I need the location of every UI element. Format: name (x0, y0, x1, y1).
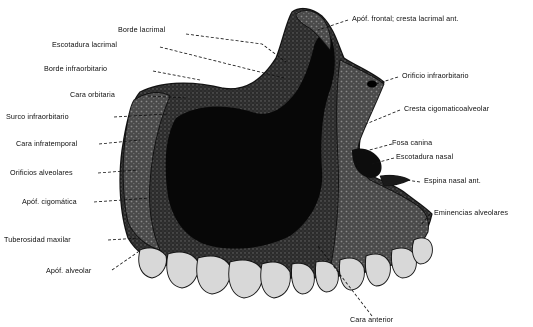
tooth (365, 254, 390, 286)
label-surco-infraorbitario: Surco infraorbitario (6, 113, 69, 121)
nasal-spine-shape (380, 175, 410, 186)
label-tuberosidad-maxilar: Tuberosidad maxilar (4, 236, 71, 244)
label-cara-anterior: Cara anterior (350, 316, 393, 324)
tooth (339, 258, 364, 290)
tooth (139, 248, 167, 278)
label-escotadura-lacrimal: Escotadura lacrimal (52, 41, 117, 49)
tooth (261, 262, 291, 298)
label-apof-cigomatica: Apóf. cigomática (22, 198, 77, 206)
leader-line (362, 144, 392, 152)
tooth (229, 260, 263, 298)
tooth (197, 256, 231, 294)
label-eminencias-alveolares: Eminencias alveolares (434, 209, 508, 217)
label-escotadura-nasal: Escotadura nasal (396, 153, 453, 161)
label-fosa-canina: Fosa canina (392, 139, 432, 147)
label-borde-lacrimal: Borde lacrimal (118, 26, 165, 34)
label-cresta-cigomaticoalveolar: Cresta cigomaticoalveolar (404, 105, 489, 113)
label-orificios-alveolares: Orificios alveolares (10, 169, 73, 177)
label-apof-frontal: Apóf. frontal; cresta lacrimal ant. (352, 15, 459, 23)
tooth (412, 238, 432, 264)
label-borde-infraorbitario: Borde infraorbitario (44, 65, 107, 73)
leader-line (186, 34, 286, 62)
label-espina-nasal-ant: Espina nasal ant. (424, 177, 481, 185)
label-apof-alveolar: Apóf. alveolar (46, 267, 91, 275)
leader-line (112, 252, 138, 270)
infraorbital-foramen-shape (367, 81, 377, 88)
tooth (167, 252, 199, 288)
label-orificio-infraorbitario: Orificio infraorbitario (402, 72, 469, 80)
label-cara-orbitaria: Cara orbitaria (70, 91, 115, 99)
leader-line (153, 71, 200, 80)
label-cara-infratemporal: Cara infratemporal (16, 140, 77, 148)
